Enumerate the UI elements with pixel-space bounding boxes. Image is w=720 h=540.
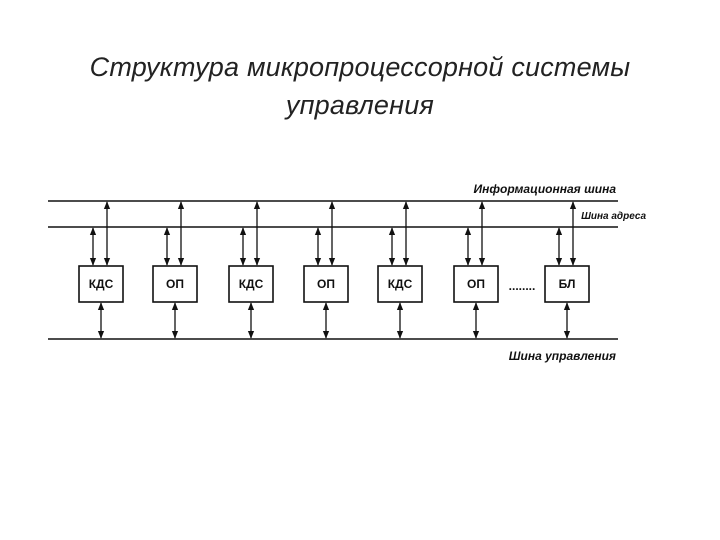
block-box: [303, 265, 349, 303]
block-box: [544, 265, 590, 303]
block-box: [377, 265, 423, 303]
block-1: КДС: [78, 265, 124, 303]
block-2: ОП: [152, 265, 198, 303]
block-label: КДС: [89, 277, 114, 291]
block-6: ОП: [453, 265, 499, 303]
address-bus-label: Шина адреса: [581, 211, 646, 222]
block-label: КДС: [239, 277, 264, 291]
slide-title: Структура микропроцессорной системы упра…: [0, 48, 720, 124]
block-box: [152, 265, 198, 303]
ellipsis: ........: [509, 279, 536, 293]
block-label: ОП: [467, 277, 485, 291]
block-label: ОП: [317, 277, 335, 291]
blocks-layer: КДС ОП КДС ОП КДС ОП БЛ: [78, 201, 590, 339]
block-5: КДС: [377, 265, 423, 303]
block-3: КДС: [228, 265, 274, 303]
control-bus-label: Шина управления: [509, 349, 616, 363]
block-4: ОП: [303, 265, 349, 303]
block-label: БЛ: [559, 277, 576, 291]
block-7: БЛ: [544, 265, 590, 303]
block-label: ОП: [166, 277, 184, 291]
block-label: КДС: [388, 277, 413, 291]
title-line-1: Структура микропроцессорной системы: [89, 52, 631, 82]
title-line-2: управления: [285, 90, 435, 120]
block-box: [78, 265, 124, 303]
info-bus-label: Информационная шина: [474, 182, 617, 196]
block-box: [453, 265, 499, 303]
block-box: [228, 265, 274, 303]
